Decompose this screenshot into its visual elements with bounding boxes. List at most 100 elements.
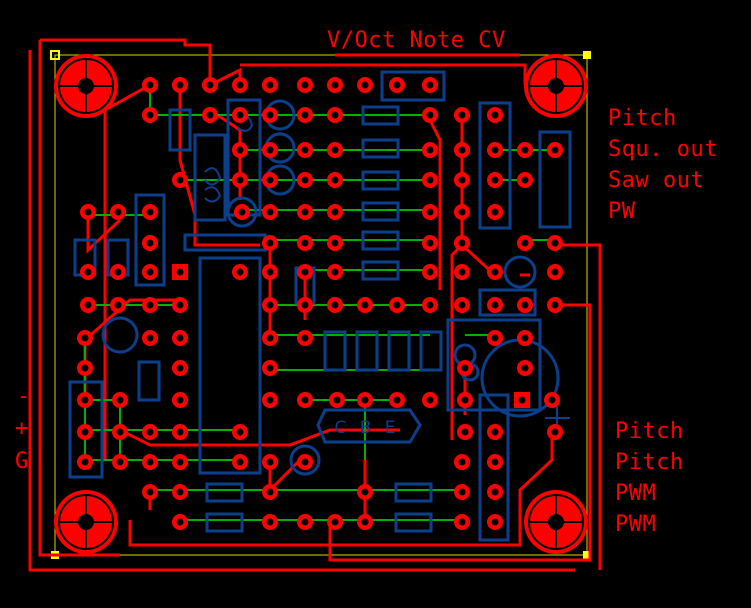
pad-drill [114,208,122,216]
label-right-lower-2: PWM [615,481,657,506]
pad-drill [458,208,466,216]
pad-drill [393,301,401,309]
pad-drill [331,239,339,247]
pad-drill [426,176,434,184]
pad-drill [146,268,154,276]
pad-drill [521,364,529,372]
pad-drill [458,268,466,276]
pad-drill [146,334,154,342]
corner-marker [583,551,591,559]
pad-drill [458,488,466,496]
pad-drill [266,458,274,466]
pad-drill [331,111,339,119]
label-right-lower-3: PWM [615,512,657,537]
pad-drill [238,208,246,216]
pad-drill [176,301,184,309]
pad-drill [176,428,184,436]
pad-drill [301,268,309,276]
pad-drill [361,518,369,526]
pad-drill [236,428,244,436]
pad-drill [236,81,244,89]
pad-drill [236,268,244,276]
corner-marker [50,50,60,60]
pad-drill [84,208,92,216]
pad-drill [301,111,309,119]
pad-drill [521,176,529,184]
pads [77,77,563,530]
pad-drill [301,208,309,216]
pad-drill [146,111,154,119]
pad-drill [458,176,466,184]
pad-drill [461,396,469,404]
label-left-minus: - [17,384,31,409]
pad-drill [176,458,184,466]
pad-drill [458,301,466,309]
pad-drill [146,458,154,466]
pad-drill [551,428,559,436]
pad-drill [458,458,466,466]
pad-drill [426,301,434,309]
pad-drill [491,334,499,342]
pad-drill [491,146,499,154]
pad-drill [266,81,274,89]
pad-drill [176,268,184,276]
pad-drill [266,208,274,216]
mounting-hole [524,490,588,554]
pad-drill [491,301,499,309]
pad-drill [458,111,466,119]
pad-drill [521,146,529,154]
pad-drill [146,208,154,216]
pad-drill [176,176,184,184]
pad-drill [491,176,499,184]
pad-drill [521,239,529,247]
pad-drill [331,301,339,309]
pad-drill [521,301,529,309]
pad-drill [518,396,526,404]
pad-drill [266,176,274,184]
pad-drill [551,146,559,154]
pad-drill [176,396,184,404]
label-right-upper-1: Squ. out [608,137,718,162]
label-right-upper-0: Pitch [608,106,677,131]
pad-drill [461,364,469,372]
pad-drill [266,488,274,496]
pad-drill [491,428,499,436]
pad-drill [81,396,89,404]
pad-drill [548,396,556,404]
pad-drill [266,518,274,526]
pad-drill [426,268,434,276]
pad-drill [116,428,124,436]
pad-drill [331,268,339,276]
pad-drill [361,396,369,404]
corner-marker [583,51,591,59]
pad-drill [331,81,339,89]
pad-drill [146,81,154,89]
pad-drill [551,268,559,276]
pad-drill [176,518,184,526]
pad-drill [146,301,154,309]
pad-drill [333,396,341,404]
mounting-hole [54,490,118,554]
pad-drill [331,208,339,216]
pad-drill [81,458,89,466]
pad-drill [81,428,89,436]
label-left-plus: + [15,416,29,441]
pad-drill [301,458,309,466]
pad-drill [551,239,559,247]
pad-drill [176,488,184,496]
pad-drill [84,268,92,276]
pad-drill [236,146,244,154]
pad-drill [236,176,244,184]
label-right-upper-3: PW [608,199,636,224]
pad-drill [491,268,499,276]
pad-drill [458,239,466,247]
ic-pin-label: C B E [334,418,399,438]
mounting-hole [524,54,588,118]
pad-drill [146,239,154,247]
pad-drill [236,111,244,119]
pad-drill [301,334,309,342]
pad-drill [426,111,434,119]
pad-drill [114,268,122,276]
label-right-lower-1: Pitch [615,450,684,475]
